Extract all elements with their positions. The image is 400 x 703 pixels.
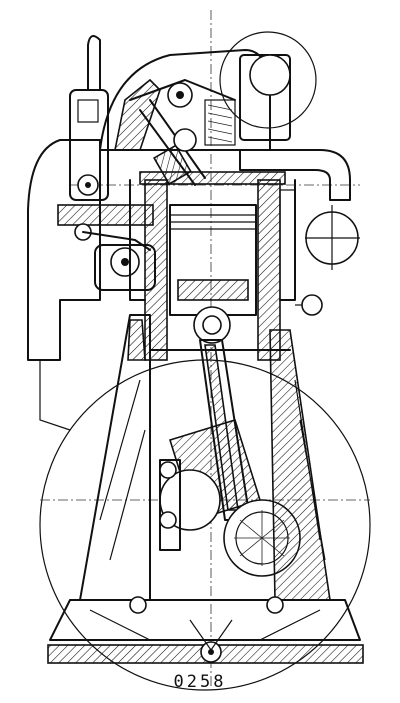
left-side-cover: [27, 139, 101, 431]
piston: [169, 204, 257, 344]
cylinder-block: [129, 171, 296, 361]
valve-gear-head: [99, 49, 271, 186]
base-plate: [47, 596, 364, 664]
figure-number: 0258: [173, 672, 227, 692]
background-circles: [39, 31, 371, 691]
exhaust-manifold: [239, 54, 360, 270]
right-side-lug: [295, 294, 323, 316]
fuel-pump-assembly: [57, 35, 156, 291]
